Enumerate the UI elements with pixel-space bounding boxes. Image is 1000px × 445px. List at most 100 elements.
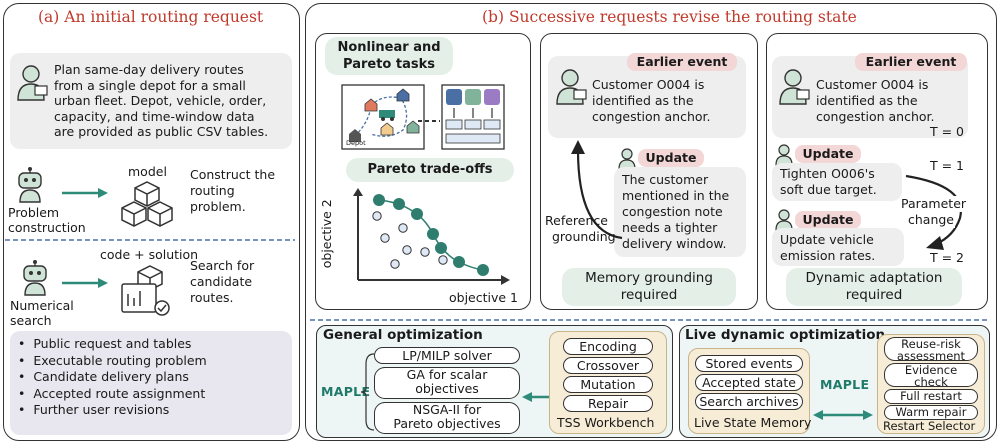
update-label-3b: Update (795, 211, 861, 229)
cubes-icon (121, 181, 173, 227)
artifact-label-code: code + solution (100, 247, 199, 262)
param-change-label-1: Parameter (900, 196, 968, 212)
update-box-2 (614, 167, 746, 257)
pareto-front-point (435, 242, 447, 254)
memory-title: Live State Memory (694, 415, 812, 430)
workbench-repair[interactable]: Repair (563, 395, 653, 412)
dominated-point (390, 259, 400, 269)
request-line-1: Plan same-day delivery routes (54, 62, 244, 77)
time-label-t2: T = 2 (930, 250, 965, 265)
panel-a-title: (a) An initial routing request (38, 8, 264, 26)
update-text-3b1: Update vehicle (780, 232, 874, 247)
live-title: Live dynamic optimization (685, 327, 886, 343)
agent-label-numerical: Numerical (10, 298, 74, 313)
nonlinear-title: Nonlinear and Pareto tasks (325, 37, 453, 75)
earlier-text-3c: congestion anchor. (816, 109, 935, 124)
pareto-scatter (372, 194, 489, 276)
pareto-front-point (373, 194, 385, 206)
pareto-axes (353, 188, 510, 285)
earlier-text-2b: identified as the (592, 93, 694, 108)
outputs-box (10, 331, 292, 435)
earlier-text-3b: identified as the (816, 93, 918, 108)
output-item: • Executable routing problem (18, 352, 207, 368)
request-line-4: capacity, and time-window data (54, 108, 255, 124)
reference-grounding-arrow (571, 140, 623, 240)
param-change-label-2: change (907, 212, 956, 228)
pareto-front-point (427, 228, 439, 240)
dominated-point (438, 255, 448, 265)
pareto-front-point (411, 208, 423, 220)
request-box (10, 53, 292, 149)
selector-warm-repair[interactable]: Warm repair (884, 405, 978, 420)
time-label-t1: T = 1 (930, 158, 965, 173)
agent-label-problem: Problem (8, 205, 60, 220)
user-icon (779, 69, 810, 105)
depot-label: Depot (346, 139, 366, 147)
update-text-2b: mentioned in the (622, 188, 730, 203)
selector-title: Restart Selector (883, 419, 976, 433)
dominated-point (380, 233, 390, 243)
workbench-encoding[interactable]: Encoding (563, 338, 653, 355)
dashed-divider-b (310, 319, 988, 321)
update-text-2d: needs a tighter (622, 220, 718, 235)
request-line-3: urban fleet. Depot, vehicle, order, (54, 93, 267, 108)
update-text-2e: delivery window. (622, 236, 727, 251)
agent-label-search: search (10, 313, 52, 328)
reference-label-2: grounding (552, 229, 616, 244)
ellipsis-dashes (418, 120, 440, 122)
general-title: General optimization (323, 327, 483, 343)
maple-bracket-general (360, 353, 375, 431)
user-icon (17, 65, 48, 101)
step2-desc-2: candidate (190, 274, 253, 289)
update-label-2: Update (638, 149, 704, 167)
workbench-title: TSS Workbench (557, 415, 655, 430)
dominated-point (398, 223, 408, 233)
workbench-mutation[interactable]: Mutation (563, 376, 653, 393)
update-label-3a: Update (795, 145, 861, 163)
time-label-t0: T = 0 (930, 124, 965, 139)
solver-lp-milp[interactable]: LP/MILP solver (374, 347, 520, 364)
output-item: • Further user revisions (18, 402, 170, 417)
user-icon (775, 209, 793, 231)
pareto-title: Pareto trade-offs (346, 158, 514, 182)
workflow-illustration (441, 84, 505, 150)
dominated-point (402, 245, 412, 255)
pareto-xlabel: objective 1 (449, 290, 519, 305)
reference-label-1: Reference (545, 213, 608, 228)
dashed-divider-a (5, 239, 295, 241)
earlier-text-3a: Customer O004 is (816, 77, 929, 92)
dominated-point (372, 211, 382, 221)
robot-icon (23, 260, 47, 296)
update-text-3a1: Tighten O006's (780, 166, 875, 181)
update-text-3a2: soft due target. (780, 182, 877, 197)
pareto-front-point (393, 198, 405, 210)
user-icon (556, 69, 587, 105)
dominated-point (420, 247, 430, 257)
earlier-text-2a: Customer O004 is (592, 77, 705, 92)
update-box-3a (772, 163, 902, 201)
workbench-crossover[interactable]: Crossover (563, 357, 653, 374)
memory-stored-events[interactable]: Stored events (695, 355, 803, 372)
update-box-3b (772, 228, 904, 266)
memory-search-archives[interactable]: Search archives (695, 393, 803, 410)
routing-map-illustration (341, 84, 425, 150)
selector-full-restart[interactable]: Full restart (884, 389, 978, 404)
pareto-front-point (477, 264, 489, 276)
step1-desc-3: problem. (190, 199, 246, 214)
agent-label-construction: construction (8, 220, 86, 235)
step2-desc-3: routes. (190, 290, 234, 305)
earlier-text-2c: congestion anchor. (592, 109, 711, 124)
pareto-ylabel: objective 2 (318, 199, 334, 269)
artifact-label-model: model (128, 164, 167, 179)
pareto-front-point (453, 256, 465, 268)
memory-accepted-state[interactable]: Accepted state (695, 374, 803, 391)
dynamic-adaptation-footer: Dynamic adaptation required (786, 268, 962, 306)
maple-label-general: MAPLE (321, 384, 371, 399)
user-icon (618, 148, 636, 170)
update-text-2c: congestion note (622, 204, 723, 219)
parameter-change-arrow (905, 174, 962, 250)
